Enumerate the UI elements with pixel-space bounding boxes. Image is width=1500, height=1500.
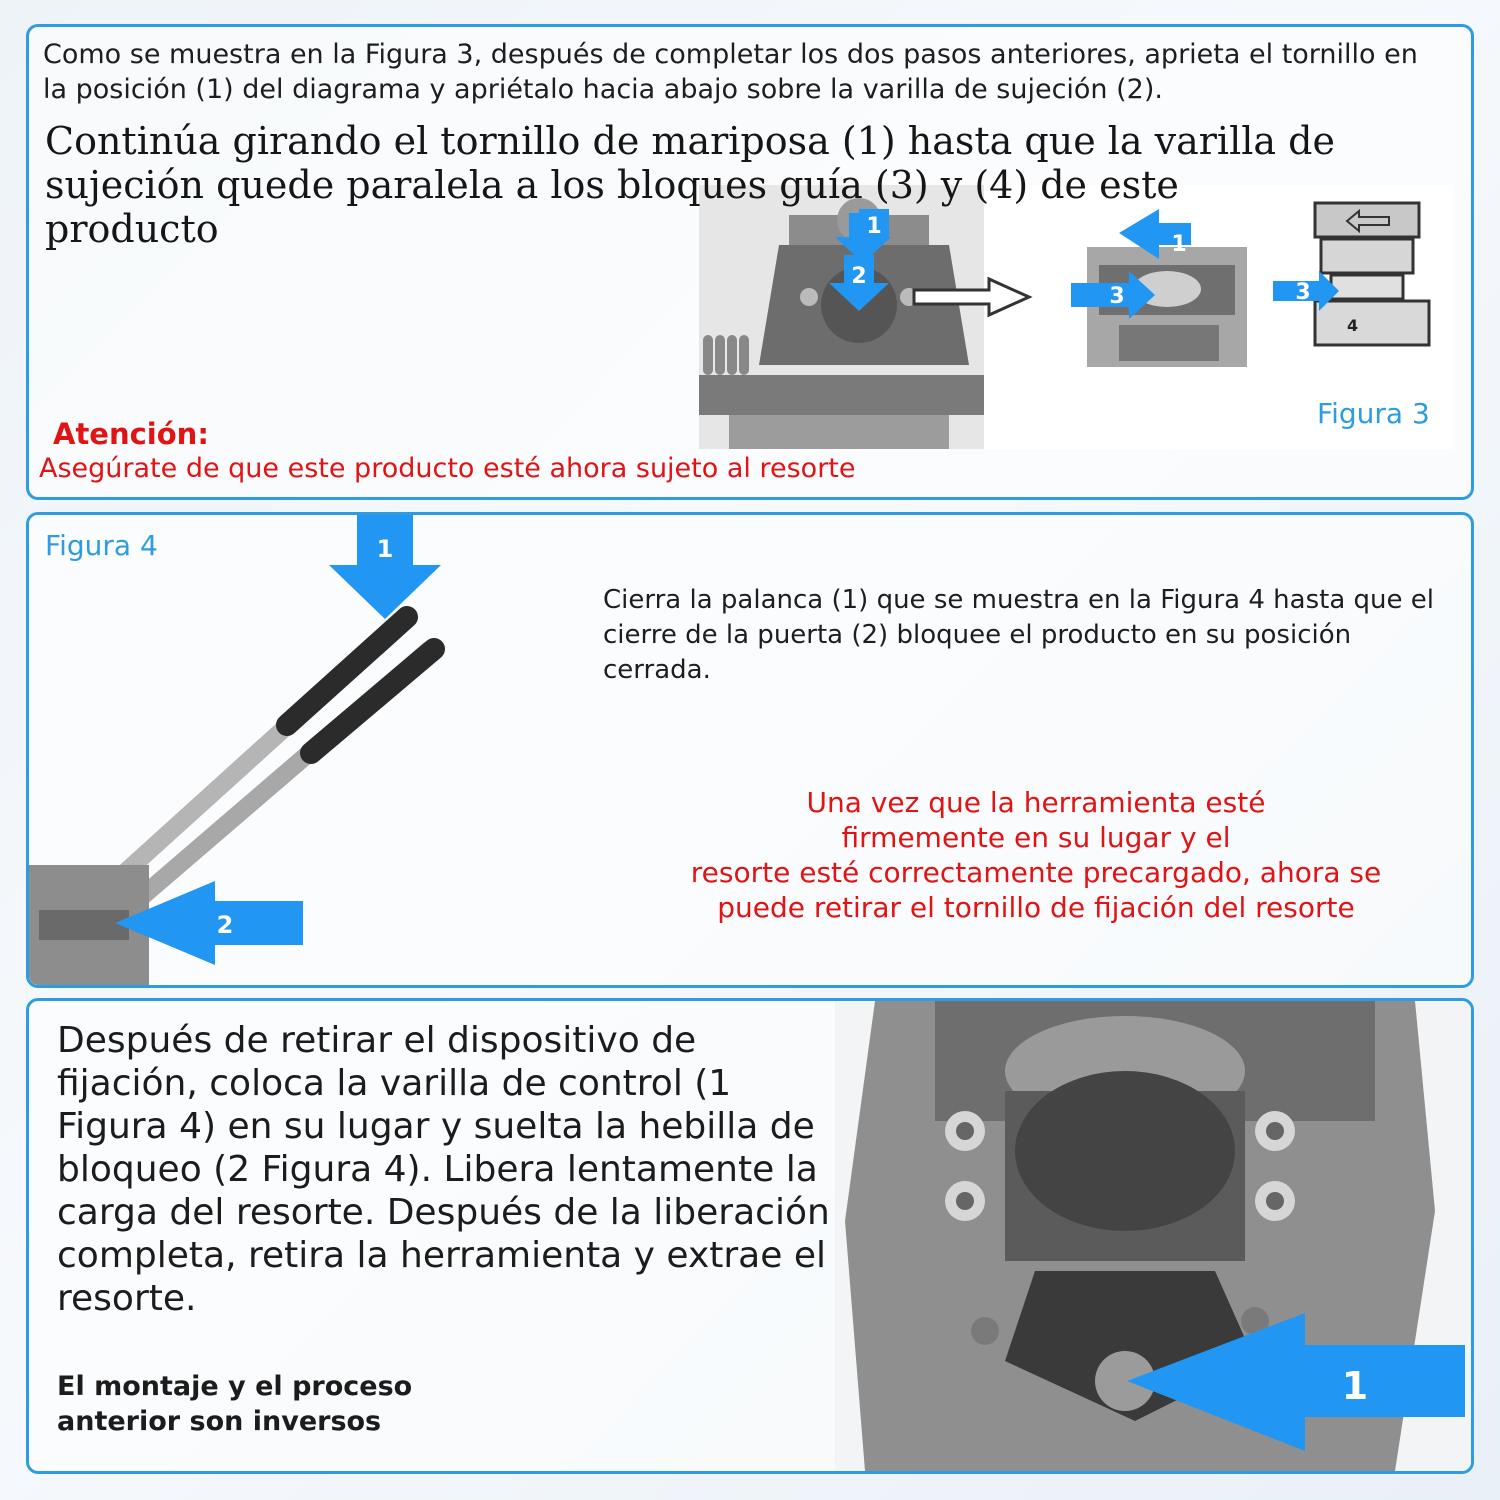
warning-line: Una vez que la herramienta esté — [806, 786, 1266, 819]
marker-4-schematic: 4 — [1347, 316, 1358, 335]
release-photo-illustration: 1 — [835, 1001, 1471, 1471]
marker-1: 1 — [866, 214, 881, 239]
marker-2: 2 — [851, 264, 866, 289]
figure-3-illustration: 1 2 1 3 4 3 — [699, 185, 1453, 449]
warning-line: puede retirar el tornillo de fijación de… — [717, 891, 1355, 924]
warning-block: Una vez que la herramienta esté firmemen… — [641, 785, 1431, 925]
step-text: Cierra la palanca (1) que se muestra en … — [603, 585, 1434, 685]
marker-1: 1 — [1342, 1364, 1368, 1408]
figure-3-label: Figura 3 — [1317, 397, 1430, 430]
step-text: Después de retirar el dispositivo de fij… — [57, 1020, 830, 1319]
step-heading: Continúa girando el tornillo de mariposa… — [45, 119, 1335, 251]
figure-4-label: Figura 4 — [45, 529, 158, 562]
marker-1: 1 — [377, 535, 394, 563]
marker-2: 2 — [217, 911, 234, 939]
marker-3-detail: 3 — [1109, 284, 1124, 309]
warning-title: Atención: — [53, 417, 209, 451]
note-line: anterior son inversos — [57, 1406, 382, 1437]
figure-4-illustration: 1 2 — [29, 515, 581, 985]
warning-line: resorte esté correctamente precargado, a… — [690, 856, 1382, 889]
step-panel-figure-3: Como se muestra en la Figura 3, después … — [26, 24, 1474, 500]
note-block: El montaje y el proceso anterior son inv… — [57, 1369, 477, 1439]
step-panel-release: Después de retirar el dispositivo de fij… — [26, 998, 1474, 1474]
note-line: El montaje y el proceso — [57, 1371, 413, 1402]
marker-1-detail: 1 — [1171, 232, 1186, 257]
intro-text: Como se muestra en la Figura 3, después … — [43, 39, 1418, 105]
warning-text: Asegúrate de que este producto esté ahor… — [39, 453, 856, 484]
warning-line: firmemente en su lugar y el — [841, 821, 1231, 854]
step-panel-figure-4: 1 2 Figura 4 Cierra la palanca (1) que s… — [26, 512, 1474, 988]
marker-3-schematic: 3 — [1295, 280, 1310, 305]
